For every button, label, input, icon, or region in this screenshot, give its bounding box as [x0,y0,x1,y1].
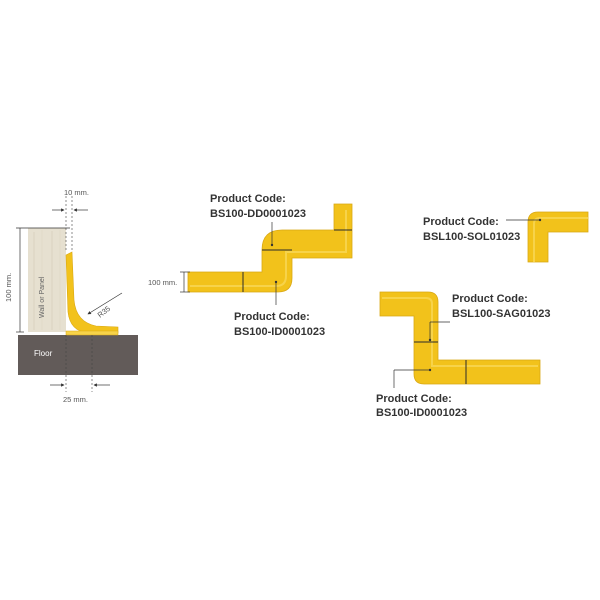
id-bottom-title: Product Code: [376,393,452,405]
sag-title: Product Code: [452,293,528,305]
dim-25mm: 25 mm. [63,395,88,404]
sol-title: Product Code: [423,216,499,228]
sol-piece [527,211,589,263]
floor-slab [18,335,138,375]
section-view: Wall or Panel Floor 10 mm. 100 mm. R35 2… [4,188,138,404]
stepped-profile: 100 mm. Product Code: BS100-DD0001023 Pr… [148,193,353,338]
sol-code: BSL100-SOL01023 [423,231,520,243]
skirting-profile [65,251,119,334]
stepped-strip [187,203,353,293]
sag-code: BSL100-SAG01023 [452,308,550,320]
dd-title: Product Code: [210,193,286,205]
sol-corner: Product Code: BSL100-SOL01023 [423,211,589,263]
sag-strip [379,291,541,385]
id-top-title: Product Code: [234,311,310,323]
radius-label: R35 [96,304,112,320]
floor-label: Floor [34,349,53,358]
id-top-code: BS100-ID0001023 [234,326,325,338]
dd-code: BS100-DD0001023 [210,208,306,220]
wall-label: Wall or Panel [39,276,46,318]
stepped-height-dim: 100 mm. [148,278,177,287]
dim-100mm: 100 mm. [4,273,13,302]
dim-10mm: 10 mm. [64,188,89,197]
sag-assembly: Product Code: BSL100-SAG01023 Product Co… [376,291,550,419]
id-bottom-code: BS100-ID0001023 [376,407,467,419]
